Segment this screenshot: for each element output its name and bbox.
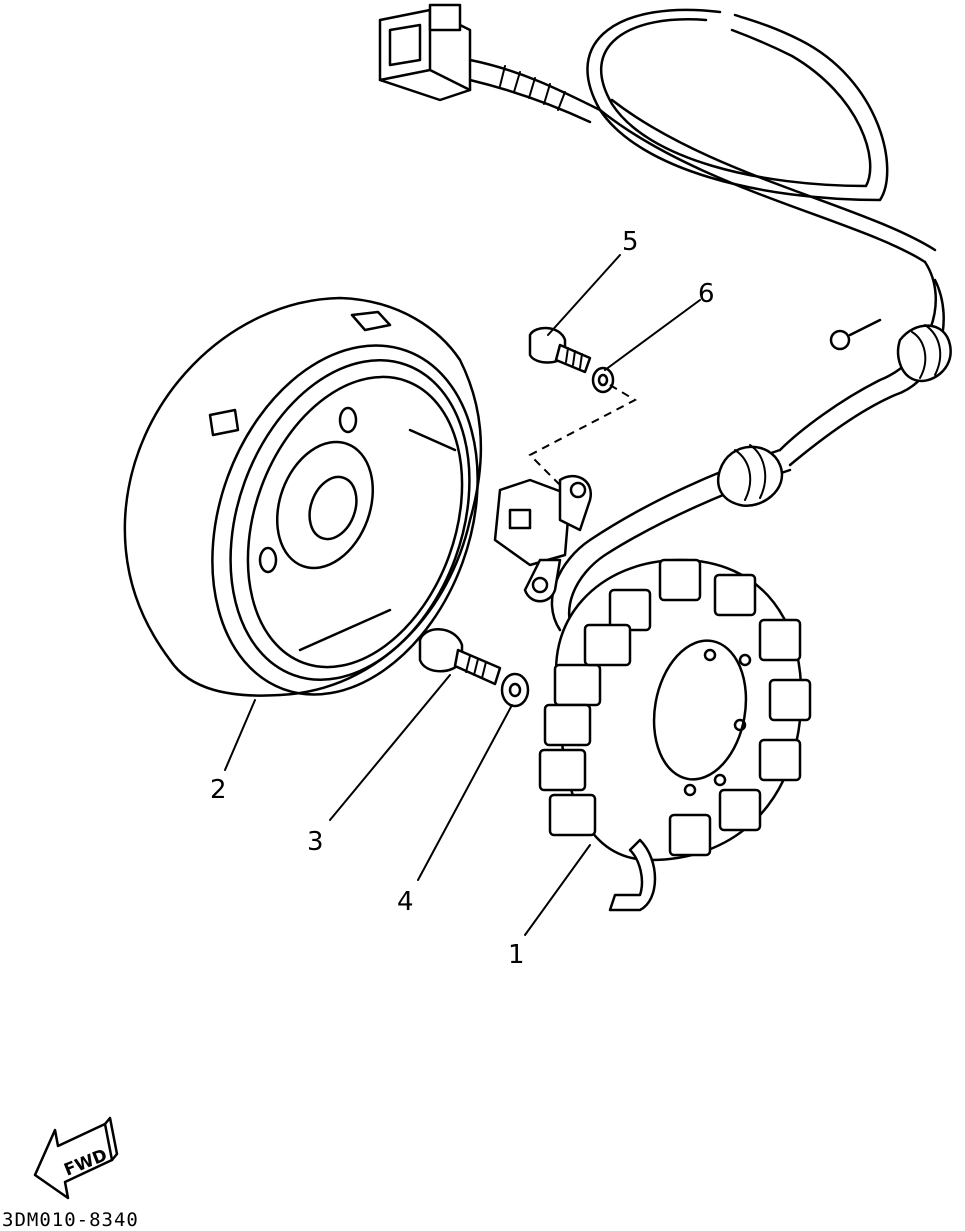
- stator-assembly: [538, 558, 812, 912]
- stator-pole-windings: [538, 558, 812, 857]
- pickup-coil: [493, 474, 593, 603]
- callout-2: 2: [210, 775, 227, 805]
- bolt-part-5: [528, 326, 592, 374]
- callout-1: 1: [508, 940, 525, 970]
- callout-6: 6: [698, 279, 715, 309]
- wire-harness: [378, 3, 952, 637]
- flywheel-rotor: [123, 296, 483, 697]
- callout-3: 3: [307, 827, 324, 857]
- callout-5: 5: [622, 227, 639, 257]
- drawing-code: 3DM010-8340: [2, 1209, 139, 1231]
- bolt-part-3: [418, 628, 502, 686]
- washer-part-4: [500, 672, 530, 708]
- install-path-5-6: [528, 384, 638, 486]
- leader-lines: [224, 254, 701, 936]
- washer-part-6: [591, 366, 615, 394]
- fwd-arrow-icon: FWD: [33, 1116, 119, 1200]
- callout-4: 4: [397, 887, 414, 917]
